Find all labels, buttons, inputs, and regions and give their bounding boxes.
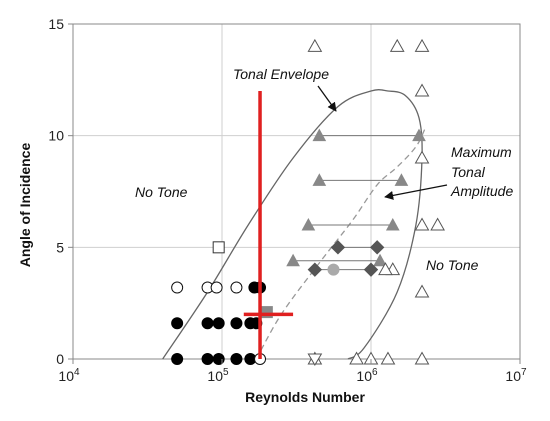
filled-circle-marker <box>201 317 214 330</box>
max-tonal-arrow <box>384 184 448 200</box>
tonal-envelope-curve <box>162 89 423 360</box>
y-tick-label: 5 <box>56 239 64 255</box>
x-tick-label: 104 <box>58 367 80 384</box>
filled-circle-marker <box>212 353 225 365</box>
open-square-marker <box>212 241 225 254</box>
gray-triangle-marker <box>373 253 387 267</box>
filled-circle-marker <box>230 353 243 365</box>
max-tonal-amplitude-curve <box>255 128 426 360</box>
x-tick-label: 107 <box>505 367 527 384</box>
open-triangle-marker <box>414 83 430 97</box>
tonal-envelope-arrow <box>317 85 337 112</box>
gray-diamond-marker <box>307 262 323 277</box>
gray-triangle-marker <box>286 253 300 267</box>
open-triangle-marker <box>414 284 430 298</box>
gray-triangle-marker <box>312 128 327 142</box>
open-circle-marker <box>230 281 243 294</box>
grid <box>73 24 520 359</box>
gray-triangle-marker <box>312 173 327 186</box>
annotation-max-tonal-3: Amplitude <box>450 183 513 199</box>
open-triangle-marker <box>414 351 430 365</box>
annotation-max-tonal-2: Tonal <box>451 164 486 180</box>
gray-triangle-marker <box>301 217 316 231</box>
gray-triangle-marker <box>394 173 409 186</box>
plot-frame <box>72 23 521 360</box>
curves <box>162 89 426 360</box>
connectors <box>293 135 420 271</box>
x-tick-label: 105 <box>207 367 229 384</box>
open-circle-marker <box>210 281 223 294</box>
ticks: 0 5 10 15 104 105 106 107 <box>48 16 527 384</box>
red-lines <box>243 91 294 359</box>
x-axis-title: Reynolds Number <box>245 389 365 405</box>
y-tick-label: 10 <box>48 128 64 144</box>
x-tick-label: 106 <box>356 367 378 384</box>
filled-circle-marker <box>230 317 243 330</box>
light-circle-marker <box>327 263 340 276</box>
plot-border <box>72 23 521 360</box>
open-triangle-marker <box>414 150 430 164</box>
open-triangle-marker <box>430 217 445 231</box>
y-tick-label: 0 <box>56 351 64 367</box>
open-triangle-marker <box>307 38 323 52</box>
annotation-tonal-envelope: Tonal Envelope <box>233 66 329 82</box>
open-triangle-marker <box>389 38 405 52</box>
open-triangle-marker <box>349 351 364 365</box>
filled-circle-marker <box>212 317 225 330</box>
open-triangle-marker <box>414 38 430 52</box>
annotation-max-tonal-1: Maximum <box>451 144 512 160</box>
filled-circle-marker <box>171 353 184 365</box>
open-circle-marker <box>171 281 184 294</box>
filled-circle-marker <box>171 317 184 330</box>
gray-diamond-marker <box>363 262 379 277</box>
open-triangle-marker <box>378 262 393 276</box>
annotation-no-tone-right: No Tone <box>426 257 479 273</box>
gray-triangle-marker <box>385 217 400 231</box>
open-triangle-down-marker <box>307 353 323 366</box>
annotation-no-tone-left: No Tone <box>135 184 188 200</box>
y-axis-title: Angle of Incidence <box>17 143 33 268</box>
open-triangle-marker <box>414 217 430 231</box>
open-triangle-marker <box>380 351 396 365</box>
gray-diamond-marker <box>369 240 385 255</box>
y-tick-label: 15 <box>48 16 64 32</box>
filled-circle-marker <box>201 353 214 365</box>
gray-triangle-marker <box>412 128 426 142</box>
gray-diamond-marker <box>330 240 346 255</box>
markers <box>171 38 445 366</box>
